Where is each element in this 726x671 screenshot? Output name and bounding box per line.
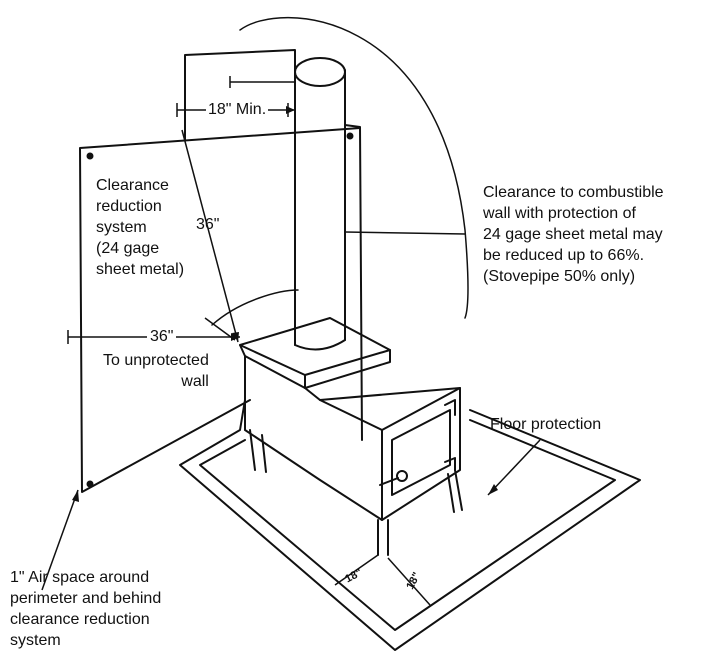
combustible-line-5: (Stovepipe 50% only) [483,268,636,285]
system-line-3: system [96,219,147,236]
dim-36-diagonal-line [181,129,239,343]
stove-body [244,355,461,521]
clearance-arc-low [211,289,299,326]
label-air-space: 1" Air space around perimeter and behind… [10,567,161,651]
floor-arrow [487,439,541,496]
back-wall-shield-right [344,124,363,441]
stove-door [391,409,451,496]
airspace-line-2: perimeter and behind [10,590,162,607]
system-line-1: Clearance [96,177,169,194]
label-clearance-system: Clearance reduction system (24 gage shee… [96,175,184,280]
label-18-min: 18" Min. [206,99,269,120]
system-line-4: (24 gage [96,240,160,257]
system-line-2: reduction [96,198,162,215]
system-line-5: sheet metal) [96,261,185,278]
air-space-arrow [41,489,79,591]
airspace-line-1: 1" Air space around [10,569,150,586]
label-36-diagonal: 36" [196,216,220,233]
side-wall-shield [79,127,361,493]
clearance-arc-top [239,16,469,319]
floor-protection-outer [179,399,641,651]
floor-protection-inner [199,419,616,631]
combustible-line-2: wall with protection of [483,205,636,222]
label-combustible-clearance: Clearance to combustible wall with prote… [483,182,664,287]
label-unprotected-wall: To unprotected wall [103,350,209,392]
airspace-line-3: clearance reduction [10,611,150,628]
stove-legs [249,429,463,556]
back-wall-shield [184,49,296,141]
stovepipe [294,69,346,346]
combustible-line-1: Clearance to combustible [483,184,664,201]
label-floor-protection: Floor protection [490,416,602,433]
unprotected-line-2: wall [181,373,209,390]
combustible-line-4: be reduced up to 66%. [483,247,645,264]
unprotected-line-1: To unprotected [103,352,209,369]
combustible-line-3: 24 gage sheet metal may [483,226,663,243]
airspace-line-4: system [10,632,61,649]
label-36-horizontal: 36" [147,326,177,347]
